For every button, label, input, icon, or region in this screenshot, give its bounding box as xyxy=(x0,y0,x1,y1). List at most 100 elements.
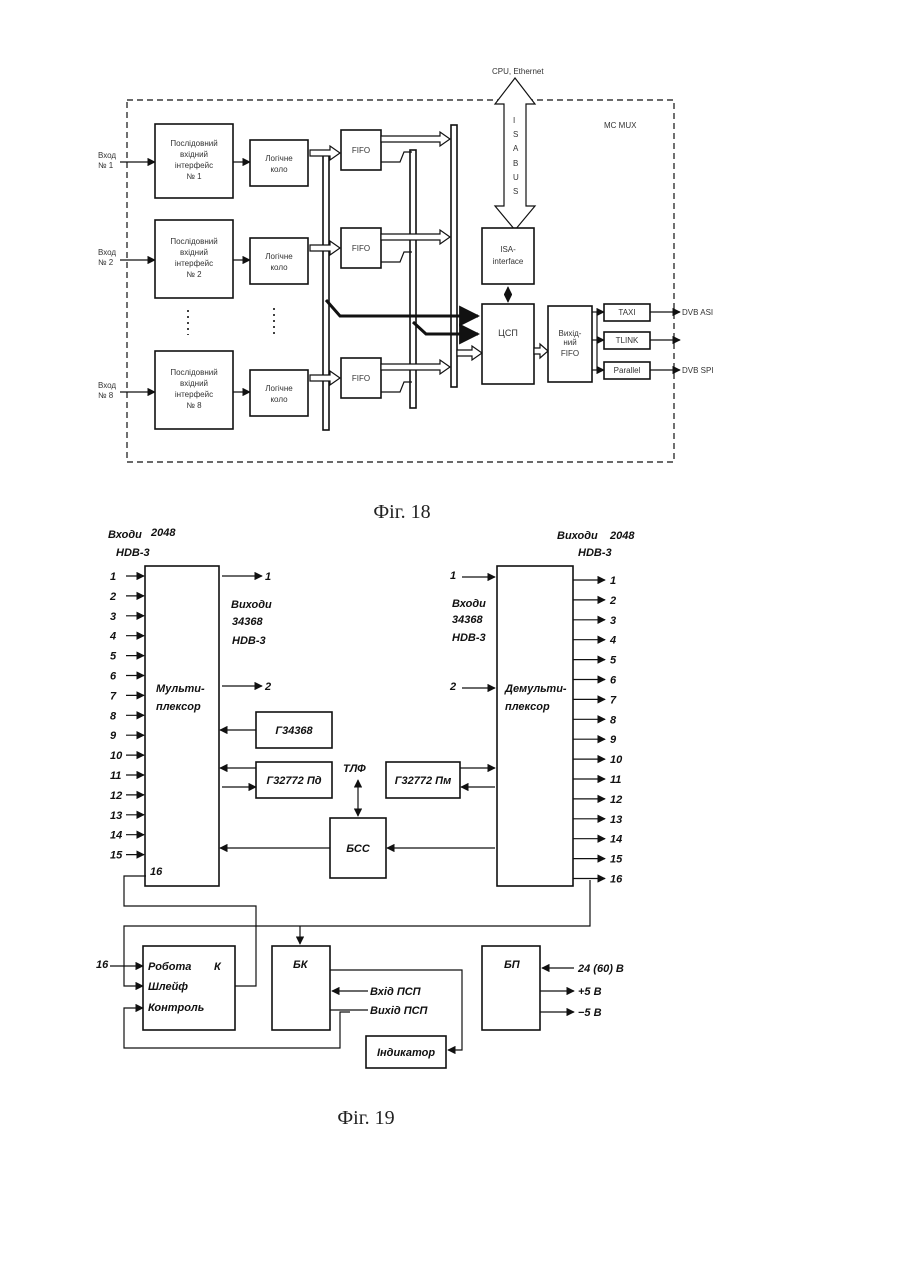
demux-output-port-3: 3 xyxy=(610,615,616,627)
mux-out-2: 2 xyxy=(264,681,271,693)
svg-text:№ 2: № 2 xyxy=(186,270,202,279)
svg-text:коло: коло xyxy=(270,395,288,404)
mux-input-port-9: 9 xyxy=(110,730,117,742)
svg-text:Логічне: Логічне xyxy=(265,384,293,393)
svg-text:34368: 34368 xyxy=(452,614,483,626)
svg-text:2048: 2048 xyxy=(150,527,176,539)
demultiplexer-output-ports: 12345678910111213141516 xyxy=(573,575,623,886)
svg-text:вхідний: вхідний xyxy=(180,150,208,159)
power-plus5-label: +5 В xyxy=(578,986,602,998)
svg-text:interface: interface xyxy=(493,257,524,266)
mux-input-port-7: 7 xyxy=(110,690,117,702)
svg-text:FIFO: FIFO xyxy=(352,374,370,383)
mux-input-port-6: 6 xyxy=(110,671,117,683)
demux-output-port-13: 13 xyxy=(610,814,622,826)
demux-output-port-5: 5 xyxy=(610,655,617,667)
mux-port-16-label: 16 xyxy=(150,866,163,878)
svg-text:Логічне: Логічне xyxy=(265,154,293,163)
svg-text:Робота: Робота xyxy=(148,961,191,973)
figure-18-caption: Фіг. 18 xyxy=(373,501,430,523)
demux-output-port-4: 4 xyxy=(609,635,616,647)
demux-output-port-6: 6 xyxy=(610,675,617,687)
mux-input-port-14: 14 xyxy=(110,830,122,842)
cpu-ethernet-label: CPU, Ethernet xyxy=(492,67,544,76)
svg-text:Parallel: Parallel xyxy=(614,366,641,375)
svg-text:U: U xyxy=(513,173,519,182)
mux-input-port-4: 4 xyxy=(109,631,116,643)
svg-text:Логічне: Логічне xyxy=(265,252,293,261)
svg-text:Послідовний: Послідовний xyxy=(170,368,217,377)
dvb-spi-label: DVB SPI xyxy=(682,366,714,375)
svg-text:HDB-3: HDB-3 xyxy=(232,635,266,647)
figure-19: Входи 2048 HDB-3 Виходи 2048 HDB-3 Мульт… xyxy=(96,527,635,1129)
svg-text:Послідовний: Послідовний xyxy=(170,237,217,246)
svg-text:ЦСП: ЦСП xyxy=(498,328,518,338)
demux-output-port-7: 7 xyxy=(610,694,617,706)
demux-output-port-9: 9 xyxy=(610,734,617,746)
svg-text:БК: БК xyxy=(293,959,309,971)
demux-output-port-1: 1 xyxy=(610,575,616,587)
logic-circuit-2 xyxy=(250,238,308,284)
mux-input-port-5: 5 xyxy=(110,651,117,663)
psp-input-label: Вхід ПСП xyxy=(370,986,422,998)
svg-text:HDB-3: HDB-3 xyxy=(452,632,486,644)
isa-bus-arrow xyxy=(495,78,535,230)
svg-text:FIFO: FIFO xyxy=(352,146,370,155)
mux-input-port-10: 10 xyxy=(110,750,123,762)
mux-input-port-11: 11 xyxy=(110,770,121,782)
svg-text:інтерфейс: інтерфейс xyxy=(175,161,213,170)
svg-text:Індикатор: Індикатор xyxy=(377,1047,435,1059)
svg-text:ISA-: ISA- xyxy=(500,245,516,254)
input-8-number: № 8 xyxy=(98,391,114,400)
demux-output-port-10: 10 xyxy=(610,754,623,766)
svg-text:34368: 34368 xyxy=(232,616,263,628)
svg-text:Мульти-: Мульти- xyxy=(156,683,205,695)
input-2-number: № 2 xyxy=(98,258,114,267)
input-1-label: Вход xyxy=(98,151,116,160)
svg-text:БСС: БСС xyxy=(346,843,371,855)
svg-text:інтерфейс: інтерфейс xyxy=(175,259,213,268)
mc-mux-label: MC MUX xyxy=(604,121,637,130)
input-1-number: № 1 xyxy=(98,161,114,170)
svg-text:FIFO: FIFO xyxy=(561,349,579,358)
outputs-2048-title: Виходи xyxy=(557,530,598,542)
svg-text:коло: коло xyxy=(270,165,288,174)
mux-input-port-15: 15 xyxy=(110,850,123,862)
vertical-bus-1 xyxy=(323,155,329,430)
svg-text:№ 1: № 1 xyxy=(186,172,202,181)
mux-input-port-2: 2 xyxy=(109,591,116,603)
svg-text:коло: коло xyxy=(270,263,288,272)
svg-text:вхідний: вхідний xyxy=(180,379,208,388)
figure-18: MC MUX CPU, Ethernet I S A B U S Вход № … xyxy=(98,67,714,523)
multiplexer-block xyxy=(145,566,219,886)
svg-text:A: A xyxy=(513,144,519,153)
demux-output-port-2: 2 xyxy=(609,595,616,607)
svg-text:TAXI: TAXI xyxy=(618,308,635,317)
demux-output-port-8: 8 xyxy=(610,714,617,726)
svg-text:плексор: плексор xyxy=(505,701,550,713)
logic-circuit-8 xyxy=(250,370,308,416)
mux-out-1: 1 xyxy=(265,571,271,583)
demux-output-port-16: 16 xyxy=(610,874,623,886)
demux-in-1: 1 xyxy=(450,570,456,582)
input-2-label: Вход xyxy=(98,248,116,257)
svg-text:Г34368: Г34368 xyxy=(275,725,313,737)
inputs-2048-title: Входи xyxy=(108,529,142,541)
mux-input-port-12: 12 xyxy=(110,790,122,802)
demux-in-2: 2 xyxy=(449,681,456,693)
svg-text:Г32772 Пм: Г32772 Пм xyxy=(395,775,451,787)
svg-text:Демульти-: Демульти- xyxy=(504,683,567,695)
input-8-label: Вход xyxy=(98,381,116,390)
svg-text:Вихід-: Вихід- xyxy=(559,329,582,338)
demux-output-port-14: 14 xyxy=(610,834,622,846)
svg-text:FIFO: FIFO xyxy=(352,244,370,253)
figure-19-caption: Фіг. 19 xyxy=(337,1107,394,1129)
demux-inputs-34368-title: Входи xyxy=(452,598,486,610)
dvb-asi-label: DVB ASI xyxy=(682,308,713,317)
svg-text:Г32772 Пд: Г32772 Пд xyxy=(266,775,321,787)
svg-text:TLINK: TLINK xyxy=(616,336,639,345)
svg-text:вхідний: вхідний xyxy=(180,248,208,257)
svg-text:HDB-3: HDB-3 xyxy=(578,547,612,559)
mux-input-port-1: 1 xyxy=(110,571,116,583)
